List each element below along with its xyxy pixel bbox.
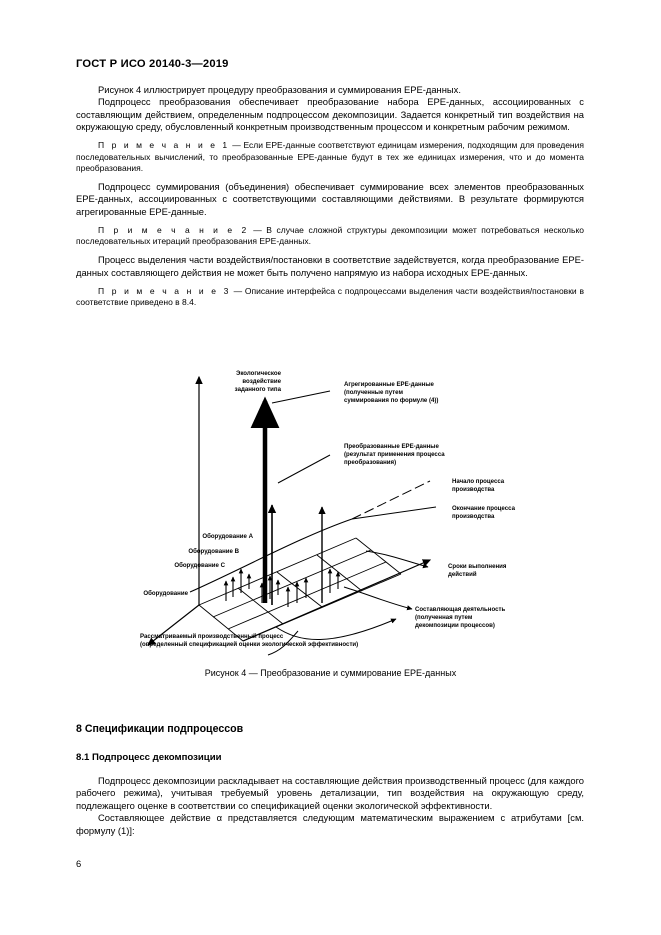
note-3-label: П р и м е ч а н и е 3	[98, 285, 231, 296]
label-transformed-line-1: Преобразованные EPE-данные	[344, 443, 440, 450]
figure-leader-lines	[267, 480, 437, 656]
epe-data-arrows	[223, 568, 341, 607]
body-text-block: Рисунок 4 иллюстрирует процедуру преобра…	[76, 84, 584, 308]
label-activity-line-1: Составляющая деятельность	[415, 606, 505, 613]
label-equipment-b: Оборудование B	[188, 548, 239, 555]
label-process-line-2: (определенный спецификацией оценки эколо…	[140, 641, 358, 648]
figure-4: Экологическое воздействие заданного типа…	[0, 355, 661, 685]
label-transformed-line-3: преобразования)	[344, 459, 396, 466]
label-end-line-1: Окончание процесса	[452, 505, 516, 512]
section-body: Подпроцесс декомпозиции раскладывает на …	[76, 775, 584, 837]
label-start-line-2: производства	[452, 486, 495, 493]
label-aggregated-line-2: (полученные путем	[344, 389, 403, 396]
label-activity-line-2: (полученная путем	[415, 614, 473, 621]
subsection-heading: 8.1 Подпроцесс декомпозиции	[76, 752, 222, 763]
note-1-text: — Если EPE-данные соответствуют единицам…	[76, 140, 584, 174]
note-3-text: — Описание интерфейса с подпроцессами вы…	[76, 285, 584, 308]
note-2-text: — В случае сложной структуры декомпозици…	[76, 224, 584, 247]
paragraph-3: Подпроцесс суммирования (объединения) об…	[76, 181, 584, 217]
label-impact-axis-line-3: заданного типа	[235, 386, 282, 393]
section-paragraph-2: Составляющее действие α представляется с…	[76, 812, 584, 836]
axis-equipment	[147, 604, 200, 646]
section-paragraph-1: Подпроцесс декомпозиции раскладывает на …	[76, 775, 585, 811]
label-timing-line-2: действий	[448, 571, 477, 578]
figure-labels: Экологическое воздействие заданного типа…	[140, 370, 516, 648]
label-timing-line-1: Сроки выполнения	[448, 563, 507, 570]
page-header: ГОСТ Р ИСО 20140-3—2019	[76, 58, 229, 70]
paragraph-1: Рисунок 4 иллюстрирует процедуру преобра…	[98, 84, 461, 95]
label-activity-line-3: декомпозиции процессов)	[415, 622, 495, 629]
label-equipment-axis: Оборудование	[143, 590, 188, 597]
label-impact-axis-line-2: воздействие	[242, 378, 281, 385]
label-equipment-a: Оборудование A	[202, 533, 253, 540]
label-aggregated-line-3: суммирования по формуле (4))	[344, 397, 438, 404]
label-impact-axis-line-1: Экологическое	[236, 370, 282, 377]
transformed-label-leader	[277, 454, 331, 484]
section-heading: 8 Спецификации подпроцессов	[76, 723, 244, 735]
label-equipment-c: Оборудование C	[174, 562, 225, 569]
page-number: 6	[76, 858, 82, 869]
figure-caption: Рисунок 4 — Преобразование и суммировани…	[204, 668, 457, 678]
paragraph-4: Процесс выделения части воздействия/пост…	[76, 254, 584, 278]
label-start-line-1: Начало процесса	[452, 478, 505, 485]
note-2: П р и м е ч а н и е 2 — В случае сложной…	[76, 225, 584, 248]
note-1: П р и м е ч а н и е 1 — Если EPE-данные …	[76, 140, 584, 174]
label-end-line-2: производства	[452, 513, 495, 520]
label-process-line-1: Рассматриваемый производственный процесс	[140, 633, 284, 640]
figure-axes	[147, 375, 432, 646]
label-transformed-line-2: (результат применения процесса	[344, 451, 445, 458]
axis-timing	[242, 559, 432, 642]
note-1-label: П р и м е ч а н и е 1	[98, 140, 230, 151]
process-span-curve	[189, 518, 353, 593]
aggregated-label-leader	[271, 390, 331, 404]
paragraph-2: Подпроцесс преобразования обеспечивает п…	[76, 96, 584, 133]
label-aggregated-line-1: Агрегированные EPE-данные	[344, 381, 435, 388]
note-3: П р и м е ч а н и е 3 — Описание интерфе…	[76, 286, 584, 309]
note-2-label: П р и м е ч а н и е 2	[98, 224, 249, 235]
